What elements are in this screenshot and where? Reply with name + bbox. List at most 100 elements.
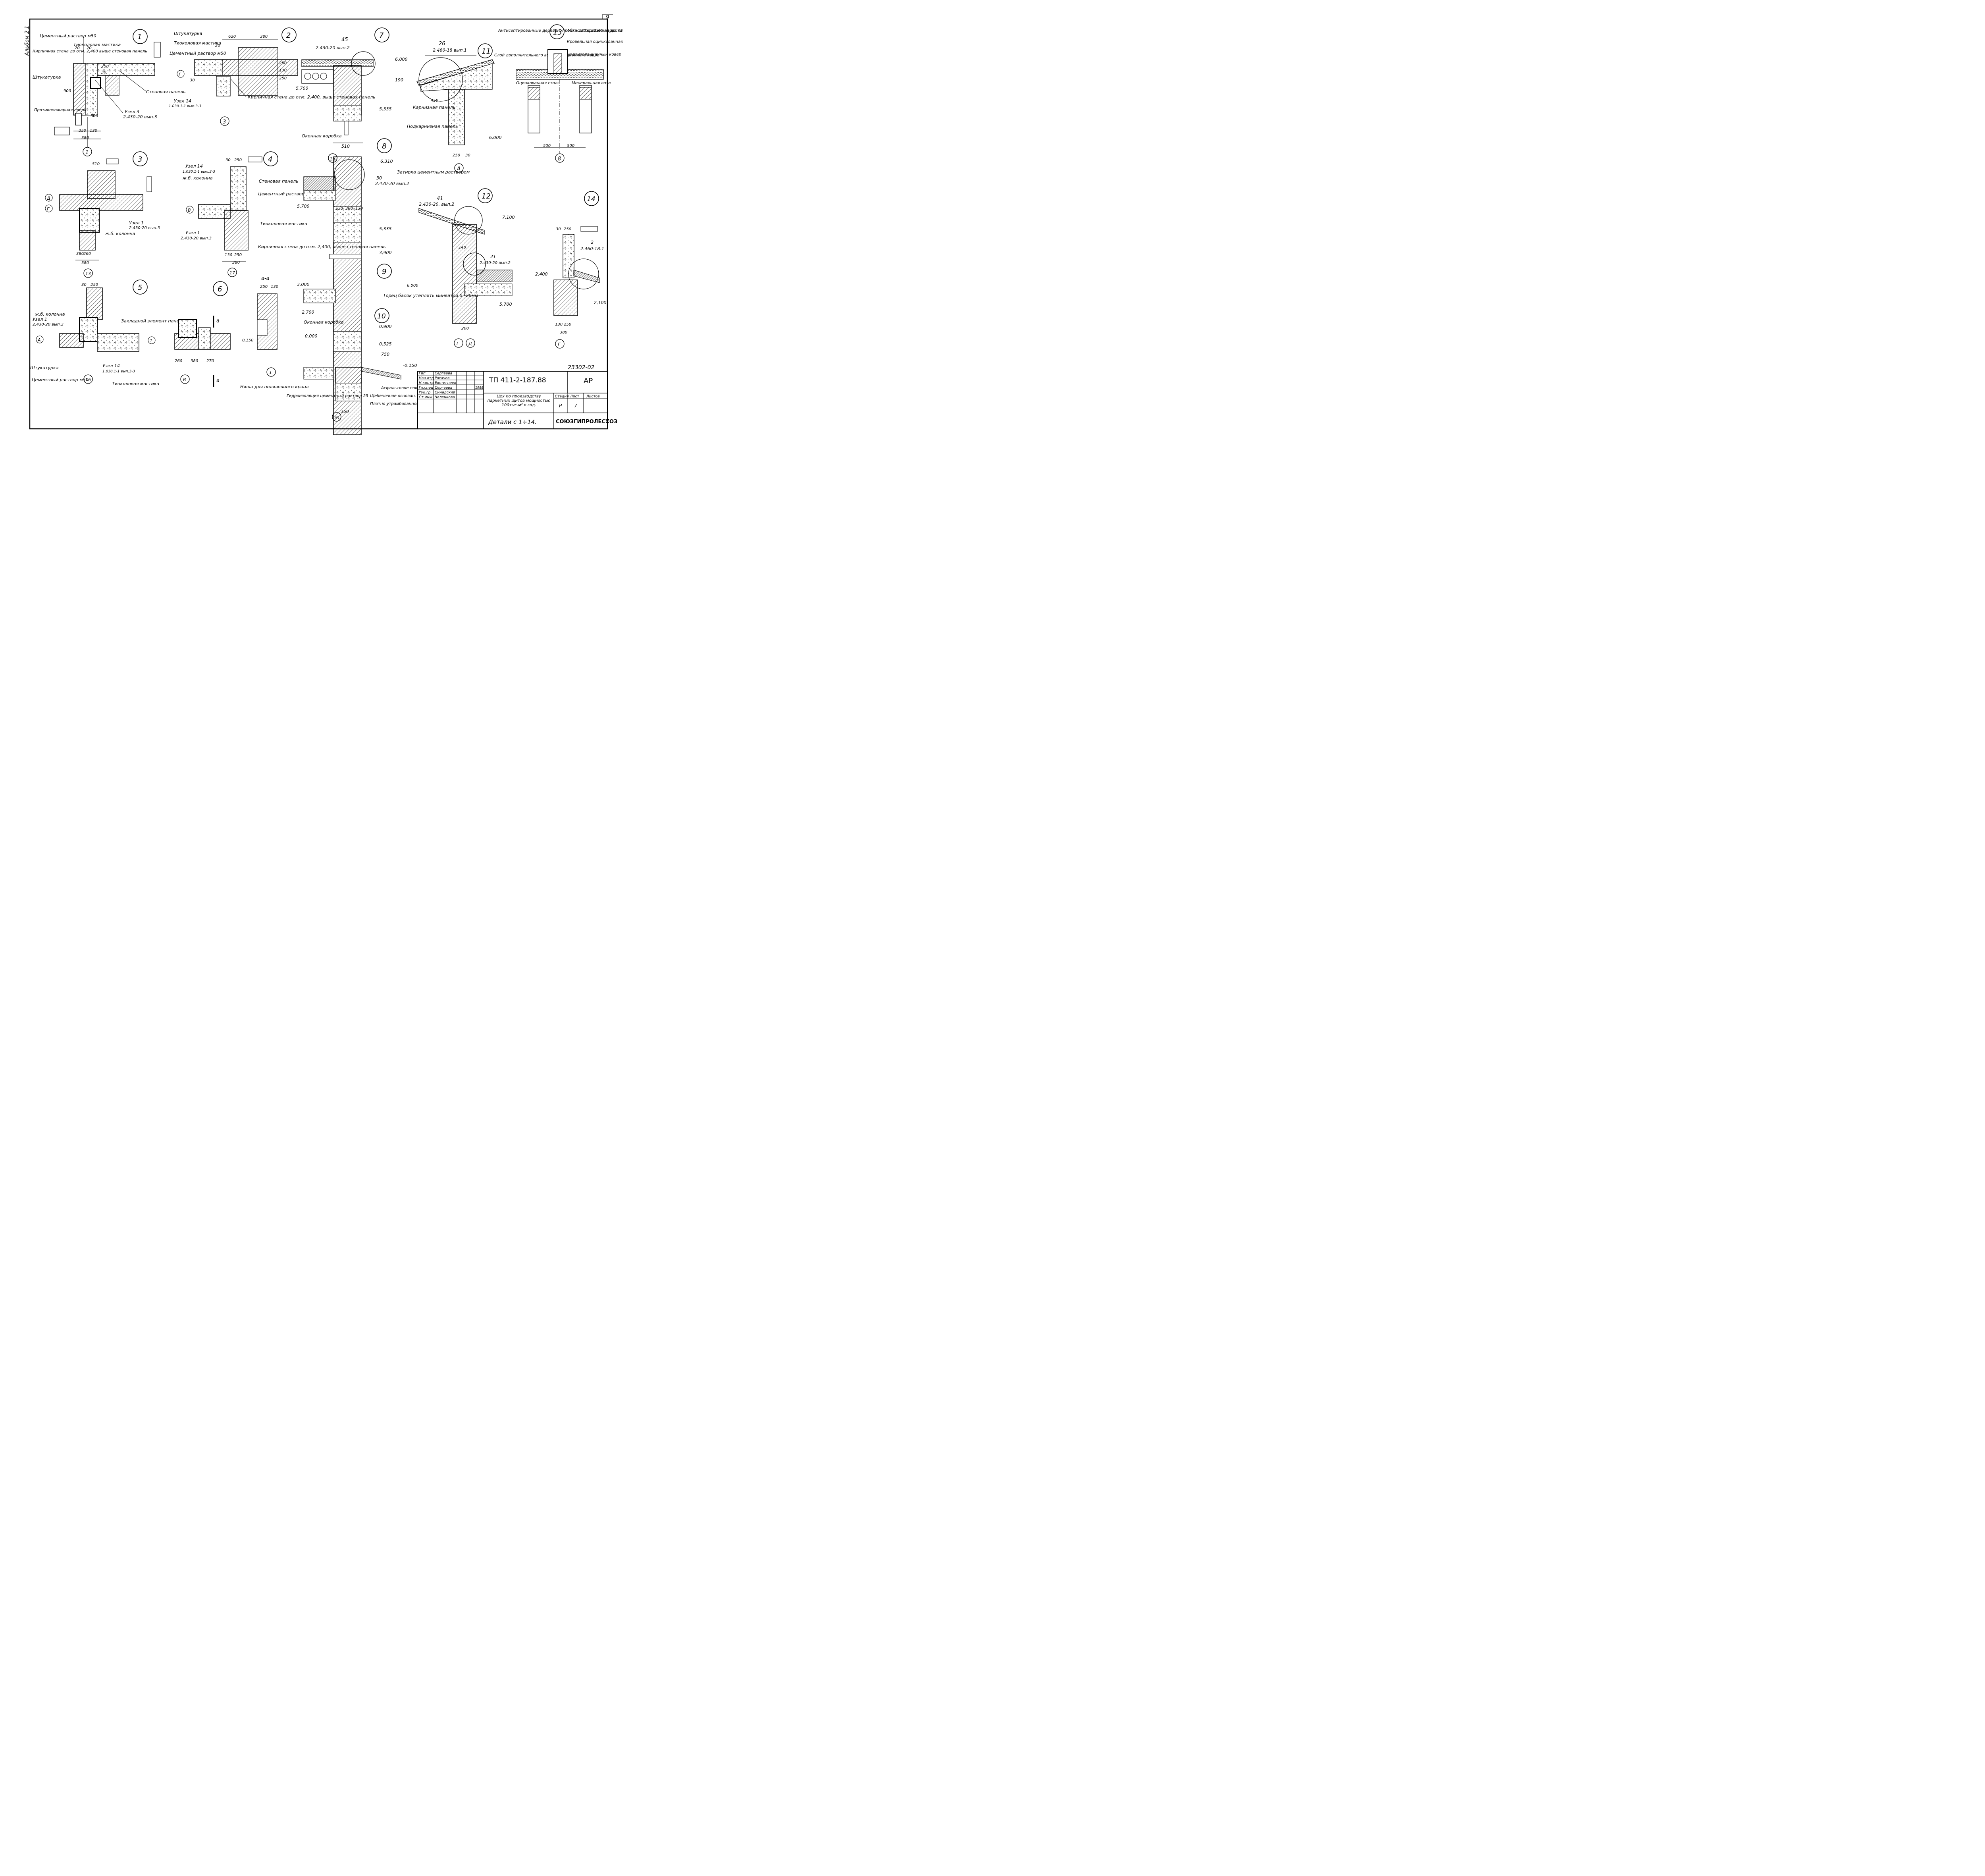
detail-12-marker bbox=[478, 188, 493, 203]
detail-11-marker bbox=[478, 43, 493, 58]
svg-text:Щебеночное основан.: Щебеночное основан. bbox=[370, 393, 416, 398]
svg-text:250: 250 bbox=[101, 64, 109, 69]
svg-text:Ст.инж: Ст.инж bbox=[419, 395, 433, 399]
svg-text:2,100: 2,100 bbox=[594, 300, 607, 305]
svg-text:Стеновая панель: Стеновая панель bbox=[146, 89, 186, 94]
detail-13: 13 8 Антисептированные деревян. пробки 1… bbox=[498, 24, 642, 163]
svg-text:5: 5 bbox=[138, 283, 142, 292]
svg-text:7: 7 bbox=[379, 31, 384, 40]
svg-text:140: 140 bbox=[459, 245, 466, 250]
svg-text:0,150: 0,150 bbox=[242, 338, 254, 343]
svg-text:510: 510 bbox=[92, 162, 100, 166]
svg-text:2,400: 2,400 bbox=[535, 272, 548, 277]
stamp-code: 23302-02 bbox=[568, 364, 594, 371]
svg-text:Рук.гр.: Рук.гр. bbox=[419, 391, 432, 395]
svg-text:250: 250 bbox=[279, 61, 287, 66]
svg-text:750: 750 bbox=[381, 352, 389, 357]
svg-text:500: 500 bbox=[543, 144, 551, 148]
svg-text:Водоизоляционный ковер основно: Водоизоляционный ковер основной bbox=[567, 52, 622, 57]
svg-text:380: 380 bbox=[260, 35, 268, 39]
svg-text:Рогачев: Рогачев bbox=[435, 376, 449, 380]
svg-text:380: 380 bbox=[76, 252, 84, 256]
detail-3-marker bbox=[133, 151, 148, 166]
svg-text:Узел 14: Узел 14 bbox=[102, 363, 120, 368]
svg-text:ж.б. колонна: ж.б. колонна bbox=[35, 312, 65, 317]
svg-text:Асфальтовое покрытие: Асфальтовое покрытие bbox=[381, 386, 430, 390]
svg-text:Г: Г bbox=[179, 72, 181, 77]
detail-3: 3 13 Д Г 510 Узел 1 2.430-20 вып.3 ж.б. … bbox=[45, 151, 160, 278]
svg-text:Затирка цементным раствором: Затирка цементным раствором bbox=[397, 170, 470, 175]
svg-text:2.430-20 вып.2: 2.430-20 вып.2 bbox=[375, 181, 409, 186]
sheet-mark: АР bbox=[584, 377, 593, 385]
svg-text:Сергеева: Сергеева bbox=[435, 386, 452, 390]
svg-text:5,335: 5,335 bbox=[379, 106, 392, 112]
svg-text:0,000: 0,000 bbox=[305, 334, 318, 339]
svg-text:510: 510 bbox=[341, 144, 350, 149]
svg-text:Оцинкованная сталь: Оцинкованная сталь bbox=[516, 81, 560, 85]
svg-text:Н.контр: Н.контр bbox=[419, 381, 434, 385]
svg-text:Стеновая панель: Стеновая панель bbox=[259, 179, 299, 184]
svg-text:4: 4 bbox=[268, 155, 272, 164]
svg-text:13: 13 bbox=[553, 28, 562, 37]
detail-7-marker bbox=[374, 27, 389, 42]
svg-text:Штукатурка: Штукатурка bbox=[30, 365, 59, 370]
svg-text:Кровельная оцинкованная сталь: Кровельная оцинкованная сталь bbox=[567, 40, 622, 44]
svg-text:250: 250 bbox=[79, 129, 86, 133]
svg-text:Синадский: Синадский bbox=[435, 391, 455, 395]
svg-text:2,700: 2,700 bbox=[302, 310, 314, 315]
svg-text:6,000: 6,000 bbox=[395, 57, 408, 62]
svg-text:А: А bbox=[37, 337, 41, 343]
svg-text:Цементный раствор м50: Цементный раствор м50 bbox=[40, 33, 96, 39]
svg-text:14: 14 bbox=[587, 195, 596, 203]
svg-text:Г: Г bbox=[558, 342, 561, 347]
detail-4-marker bbox=[263, 151, 278, 166]
svg-text:130: 130 bbox=[279, 68, 287, 73]
svg-text:Гидроизоляция цементный раство: Гидроизоляция цементный раствор 25 bbox=[287, 394, 368, 398]
drawing-title: Детали с 1÷14. bbox=[488, 418, 537, 426]
svg-text:380: 380 bbox=[232, 260, 240, 265]
svg-text:1: 1 bbox=[85, 150, 89, 156]
svg-text:130: 130 bbox=[355, 206, 363, 211]
svg-text:Узел 1: Узел 1 bbox=[129, 220, 144, 226]
svg-text:Тиоколовая мастика: Тиоколовая мастика bbox=[73, 42, 121, 47]
detail-1-marker bbox=[133, 29, 148, 44]
svg-text:10: 10 bbox=[377, 312, 386, 320]
organization: СОЮЗГИПРОЛЕСХОЗ bbox=[556, 419, 617, 425]
svg-text:1988: 1988 bbox=[475, 386, 483, 389]
svg-text:Лист: Лист bbox=[570, 395, 580, 399]
svg-text:7,100: 7,100 bbox=[502, 215, 515, 220]
detail-6-marker bbox=[213, 281, 228, 296]
svg-text:Антисептированная доска 50х130: Антисептированная доска 50х130 bbox=[567, 29, 622, 33]
svg-text:Штукатурка: Штукатурка bbox=[174, 31, 202, 36]
svg-text:250: 250 bbox=[234, 253, 242, 257]
svg-text:Узел 3: Узел 3 bbox=[125, 109, 139, 114]
svg-text:8: 8 bbox=[558, 156, 561, 162]
svg-text:130: 130 bbox=[335, 206, 343, 211]
album-label: Альбом 2.1 bbox=[24, 26, 30, 56]
svg-text:250: 250 bbox=[564, 227, 571, 231]
svg-text:350: 350 bbox=[341, 409, 349, 414]
svg-text:130: 130 bbox=[225, 253, 232, 257]
svg-text:6,310: 6,310 bbox=[380, 159, 393, 164]
svg-text:Торец балок утеплить минватой: Торец балок утеплить минватой δ=20мм bbox=[383, 293, 478, 298]
svg-text:3,900: 3,900 bbox=[379, 250, 392, 255]
detail-11: 11 А 26 2.460-18 вып.1 Слой дополнительн… bbox=[407, 41, 599, 173]
svg-text:Д: Д bbox=[468, 341, 472, 346]
svg-text:260: 260 bbox=[83, 252, 91, 256]
svg-text:12: 12 bbox=[482, 192, 491, 201]
svg-text:2.430-20 вып.3: 2.430-20 вып.3 bbox=[33, 322, 64, 327]
svg-text:Цементный раствор м50: Цементный раствор м50 bbox=[32, 377, 89, 382]
svg-text:Гип: Гип bbox=[419, 372, 426, 376]
svg-text:41: 41 bbox=[437, 196, 443, 202]
svg-text:В: В bbox=[183, 377, 186, 382]
svg-text:30: 30 bbox=[190, 78, 195, 83]
svg-text:2.430-20, вып.2: 2.430-20, вып.2 bbox=[419, 202, 454, 207]
svg-text:5,335: 5,335 bbox=[379, 226, 392, 231]
svg-text:Узел 14: Узел 14 bbox=[185, 164, 203, 169]
sheet-frame bbox=[29, 18, 608, 430]
svg-text:21: 21 bbox=[490, 254, 496, 259]
svg-text:Слой дополнительного водоизоля: Слой дополнительного водоизоляционного к… bbox=[494, 53, 599, 58]
detail-2-marker bbox=[281, 27, 297, 42]
svg-text:5,700: 5,700 bbox=[499, 302, 512, 307]
svg-text:380: 380 bbox=[81, 136, 89, 140]
